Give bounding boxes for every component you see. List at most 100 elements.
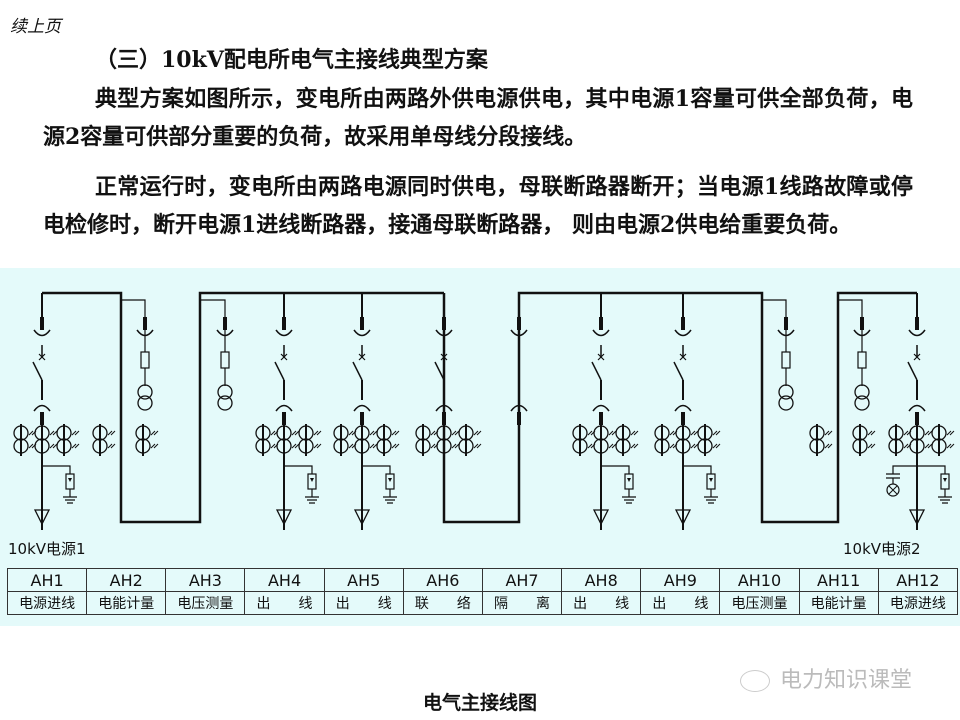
voltage-transformer-icon xyxy=(217,384,233,400)
cable-head-icon xyxy=(33,509,51,526)
panel-function-cell: 出 线 xyxy=(323,591,404,615)
panel-function-cell: 电源进线 xyxy=(877,591,959,615)
ct-tick xyxy=(291,430,300,436)
current-transformer-icon xyxy=(909,425,925,441)
ct-tick xyxy=(107,430,116,436)
ct-tick xyxy=(313,443,322,449)
current-transformer-icon xyxy=(436,425,452,441)
voltage-transformer-icon xyxy=(854,395,870,411)
plug-contact-icon xyxy=(510,329,528,337)
voltage-transformer-icon xyxy=(137,395,153,411)
ct-tick xyxy=(608,443,617,449)
busbar-section-1 xyxy=(42,291,444,524)
paragraph-1: 典型方案如图所示，变电所由两路外供电源供电，其中电源1容量可供全部负荷，电源2容… xyxy=(43,86,913,150)
arrester-arrow xyxy=(709,478,713,482)
panel-id-cell: AH12 xyxy=(877,568,959,592)
ground-icon xyxy=(704,496,718,504)
wechat-icon xyxy=(740,670,770,692)
ct-tick xyxy=(630,443,639,449)
ct-tick xyxy=(71,430,80,436)
ct-tick xyxy=(71,443,80,449)
current-transformer-icon xyxy=(909,438,925,454)
breaker-cross-icon xyxy=(38,353,46,361)
arrester-arrow xyxy=(310,478,314,482)
source-1-label: 10kV电源1 xyxy=(8,540,86,558)
wire xyxy=(200,299,226,317)
ground-icon xyxy=(622,496,636,504)
panel-function-cell: 电能计量 xyxy=(798,591,879,615)
ct-tick xyxy=(690,430,699,436)
disconnector-contact xyxy=(915,412,919,425)
panel-function-cell: 隔 离 xyxy=(481,591,563,615)
disconnector-contact xyxy=(40,317,44,330)
disconnector-contact xyxy=(40,412,44,425)
breaker-cross-icon xyxy=(913,353,921,361)
plug-contact-icon xyxy=(353,404,371,412)
breaker-cross-icon xyxy=(597,353,605,361)
wire xyxy=(601,465,630,474)
indicator-lamp-icon xyxy=(886,483,900,497)
voltage-transformer-icon xyxy=(137,384,153,400)
continued-label: 续上页 xyxy=(10,17,61,37)
ct-tick xyxy=(391,430,400,436)
current-transformer-icon xyxy=(593,425,609,441)
breaker-cross-icon xyxy=(358,353,366,361)
voltage-transformer-icon xyxy=(217,395,233,411)
ct-tick xyxy=(946,443,955,449)
panel-id-cell: AH6 xyxy=(402,568,483,592)
panel-id-cell: AH7 xyxy=(481,568,563,592)
wire xyxy=(362,465,391,474)
section-title: （三）10kV配电所电气主接线典型方案 xyxy=(95,47,488,73)
single-line-diagram xyxy=(13,291,955,530)
breaker-blade xyxy=(591,361,602,381)
disconnector-contact xyxy=(442,412,446,425)
plug-contact-icon xyxy=(33,329,51,337)
breaker-blade xyxy=(673,361,684,381)
ct-tick xyxy=(369,443,378,449)
breaker-blade xyxy=(434,361,445,381)
cable-head-icon xyxy=(592,509,610,526)
disconnector-contact xyxy=(282,317,286,330)
ct-tick xyxy=(49,430,58,436)
wire xyxy=(683,465,712,474)
plug-contact-icon xyxy=(908,404,926,412)
plug-contact-icon xyxy=(674,329,692,337)
panel-id-cell: AH10 xyxy=(719,568,800,592)
disconnector-contact xyxy=(517,412,521,425)
figure-caption: 电气主接线图 xyxy=(422,692,537,714)
panel-function-cell: 出 线 xyxy=(244,591,325,615)
plug-contact-icon xyxy=(275,329,293,337)
arrester-arrow xyxy=(627,478,631,482)
breaker-blade xyxy=(274,361,285,381)
fuse-icon xyxy=(781,351,791,369)
watermark: 电力知识课堂 xyxy=(740,662,912,694)
voltage-transformer-icon xyxy=(778,395,794,411)
disconnector-contact xyxy=(681,317,685,330)
disconnector-contact xyxy=(599,412,603,425)
ct-tick xyxy=(608,430,617,436)
plug-contact-icon xyxy=(435,404,453,412)
breaker-blade xyxy=(352,361,363,381)
plug-contact-icon xyxy=(33,404,51,412)
wire xyxy=(892,465,917,474)
plug-contact-icon xyxy=(435,329,453,337)
disconnector-contact xyxy=(360,412,364,425)
wire xyxy=(838,299,863,317)
panel-id-cell: AH2 xyxy=(86,568,167,592)
panel-function-cell: 出 线 xyxy=(640,591,721,615)
cable-head-icon xyxy=(353,509,371,526)
plug-contact-icon xyxy=(592,404,610,412)
ct-tick xyxy=(924,443,933,449)
voltage-transformer-icon xyxy=(854,384,870,400)
wire xyxy=(762,299,787,317)
arrester-arrow xyxy=(943,478,947,482)
wire xyxy=(917,465,946,474)
ct-tick xyxy=(150,443,159,449)
ct-tick xyxy=(107,443,116,449)
ct-tick xyxy=(451,430,460,436)
paragraph-2: 正常运行时，变电所由两路电源同时供电，母联断路器断开；当电源1线路故障或停电检修… xyxy=(43,174,913,238)
current-transformer-icon xyxy=(354,425,370,441)
panel-id-cell: AH4 xyxy=(244,568,325,592)
